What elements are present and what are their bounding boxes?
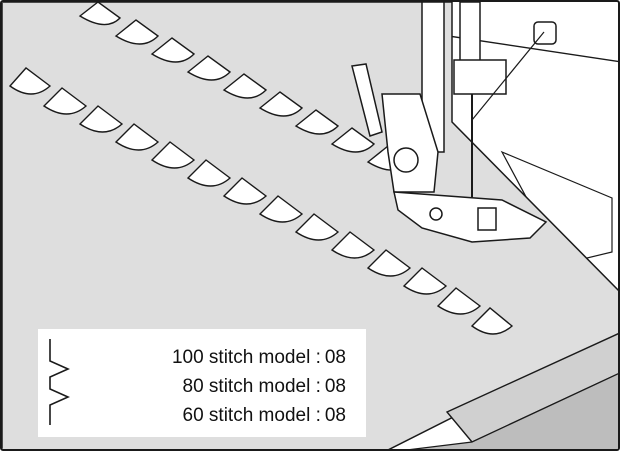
- shell-stitch: [258, 195, 304, 223]
- shell-stitch-row-upper: [78, 2, 412, 171]
- thumb-screw: [351, 63, 383, 137]
- legend-row-60-stitch: 60 stitch model :08: [183, 405, 346, 427]
- shell-stitch: [294, 213, 340, 241]
- stitch-settings-legend: 100 stitch model :08 80 stitch model :08…: [38, 329, 366, 437]
- legend-row-value: 08: [324, 405, 346, 426]
- legend-row-label: 60 stitch model :: [182, 405, 321, 426]
- fabric-fold: [445, 333, 618, 443]
- shell-stitch: [150, 141, 196, 169]
- shell-stitch: [258, 91, 304, 117]
- shell-stitch: [366, 249, 412, 277]
- shell-stitch: [114, 123, 160, 151]
- zigzag-stitch-icon: [49, 339, 70, 425]
- screw-head: [393, 147, 419, 173]
- shell-stitch: [186, 55, 232, 81]
- thread-guide: [533, 21, 557, 45]
- shell-stitch: [330, 231, 376, 259]
- shell-stitch: [78, 2, 122, 26]
- shell-stitch: [402, 267, 448, 295]
- legend-row-label: 80 stitch model :: [182, 376, 321, 397]
- foot-slot: [477, 207, 497, 231]
- shell-stitch: [114, 19, 160, 45]
- shell-stitch: [78, 105, 124, 133]
- fabric-shadow: [409, 373, 618, 449]
- shell-stitch: [222, 73, 268, 99]
- presser-foot-assembly: [351, 2, 557, 243]
- shell-stitch: [186, 159, 232, 187]
- foot-screw: [429, 207, 443, 221]
- legend-row-label: 100 stitch model :: [171, 347, 321, 368]
- shell-stitch: [150, 37, 196, 63]
- shell-stitch: [294, 109, 340, 135]
- legend-row-value: 08: [324, 347, 346, 368]
- legend-row-value: 08: [324, 376, 346, 397]
- shell-stitch: [42, 87, 88, 115]
- presser-foot: [393, 191, 548, 243]
- shell-stitch: [436, 287, 482, 315]
- shell-stitch: [222, 177, 268, 205]
- shell-stitch: [8, 67, 52, 95]
- shell-stitch: [330, 127, 376, 153]
- thread: [471, 31, 545, 121]
- shell-stitch: [470, 307, 514, 335]
- legend-row-80-stitch: 80 stitch model :08: [183, 376, 346, 398]
- legend-row-100-stitch: 100 stitch model :08: [172, 347, 346, 369]
- shell-stitch-row-lower: [8, 67, 514, 335]
- needle-clamp: [453, 59, 507, 95]
